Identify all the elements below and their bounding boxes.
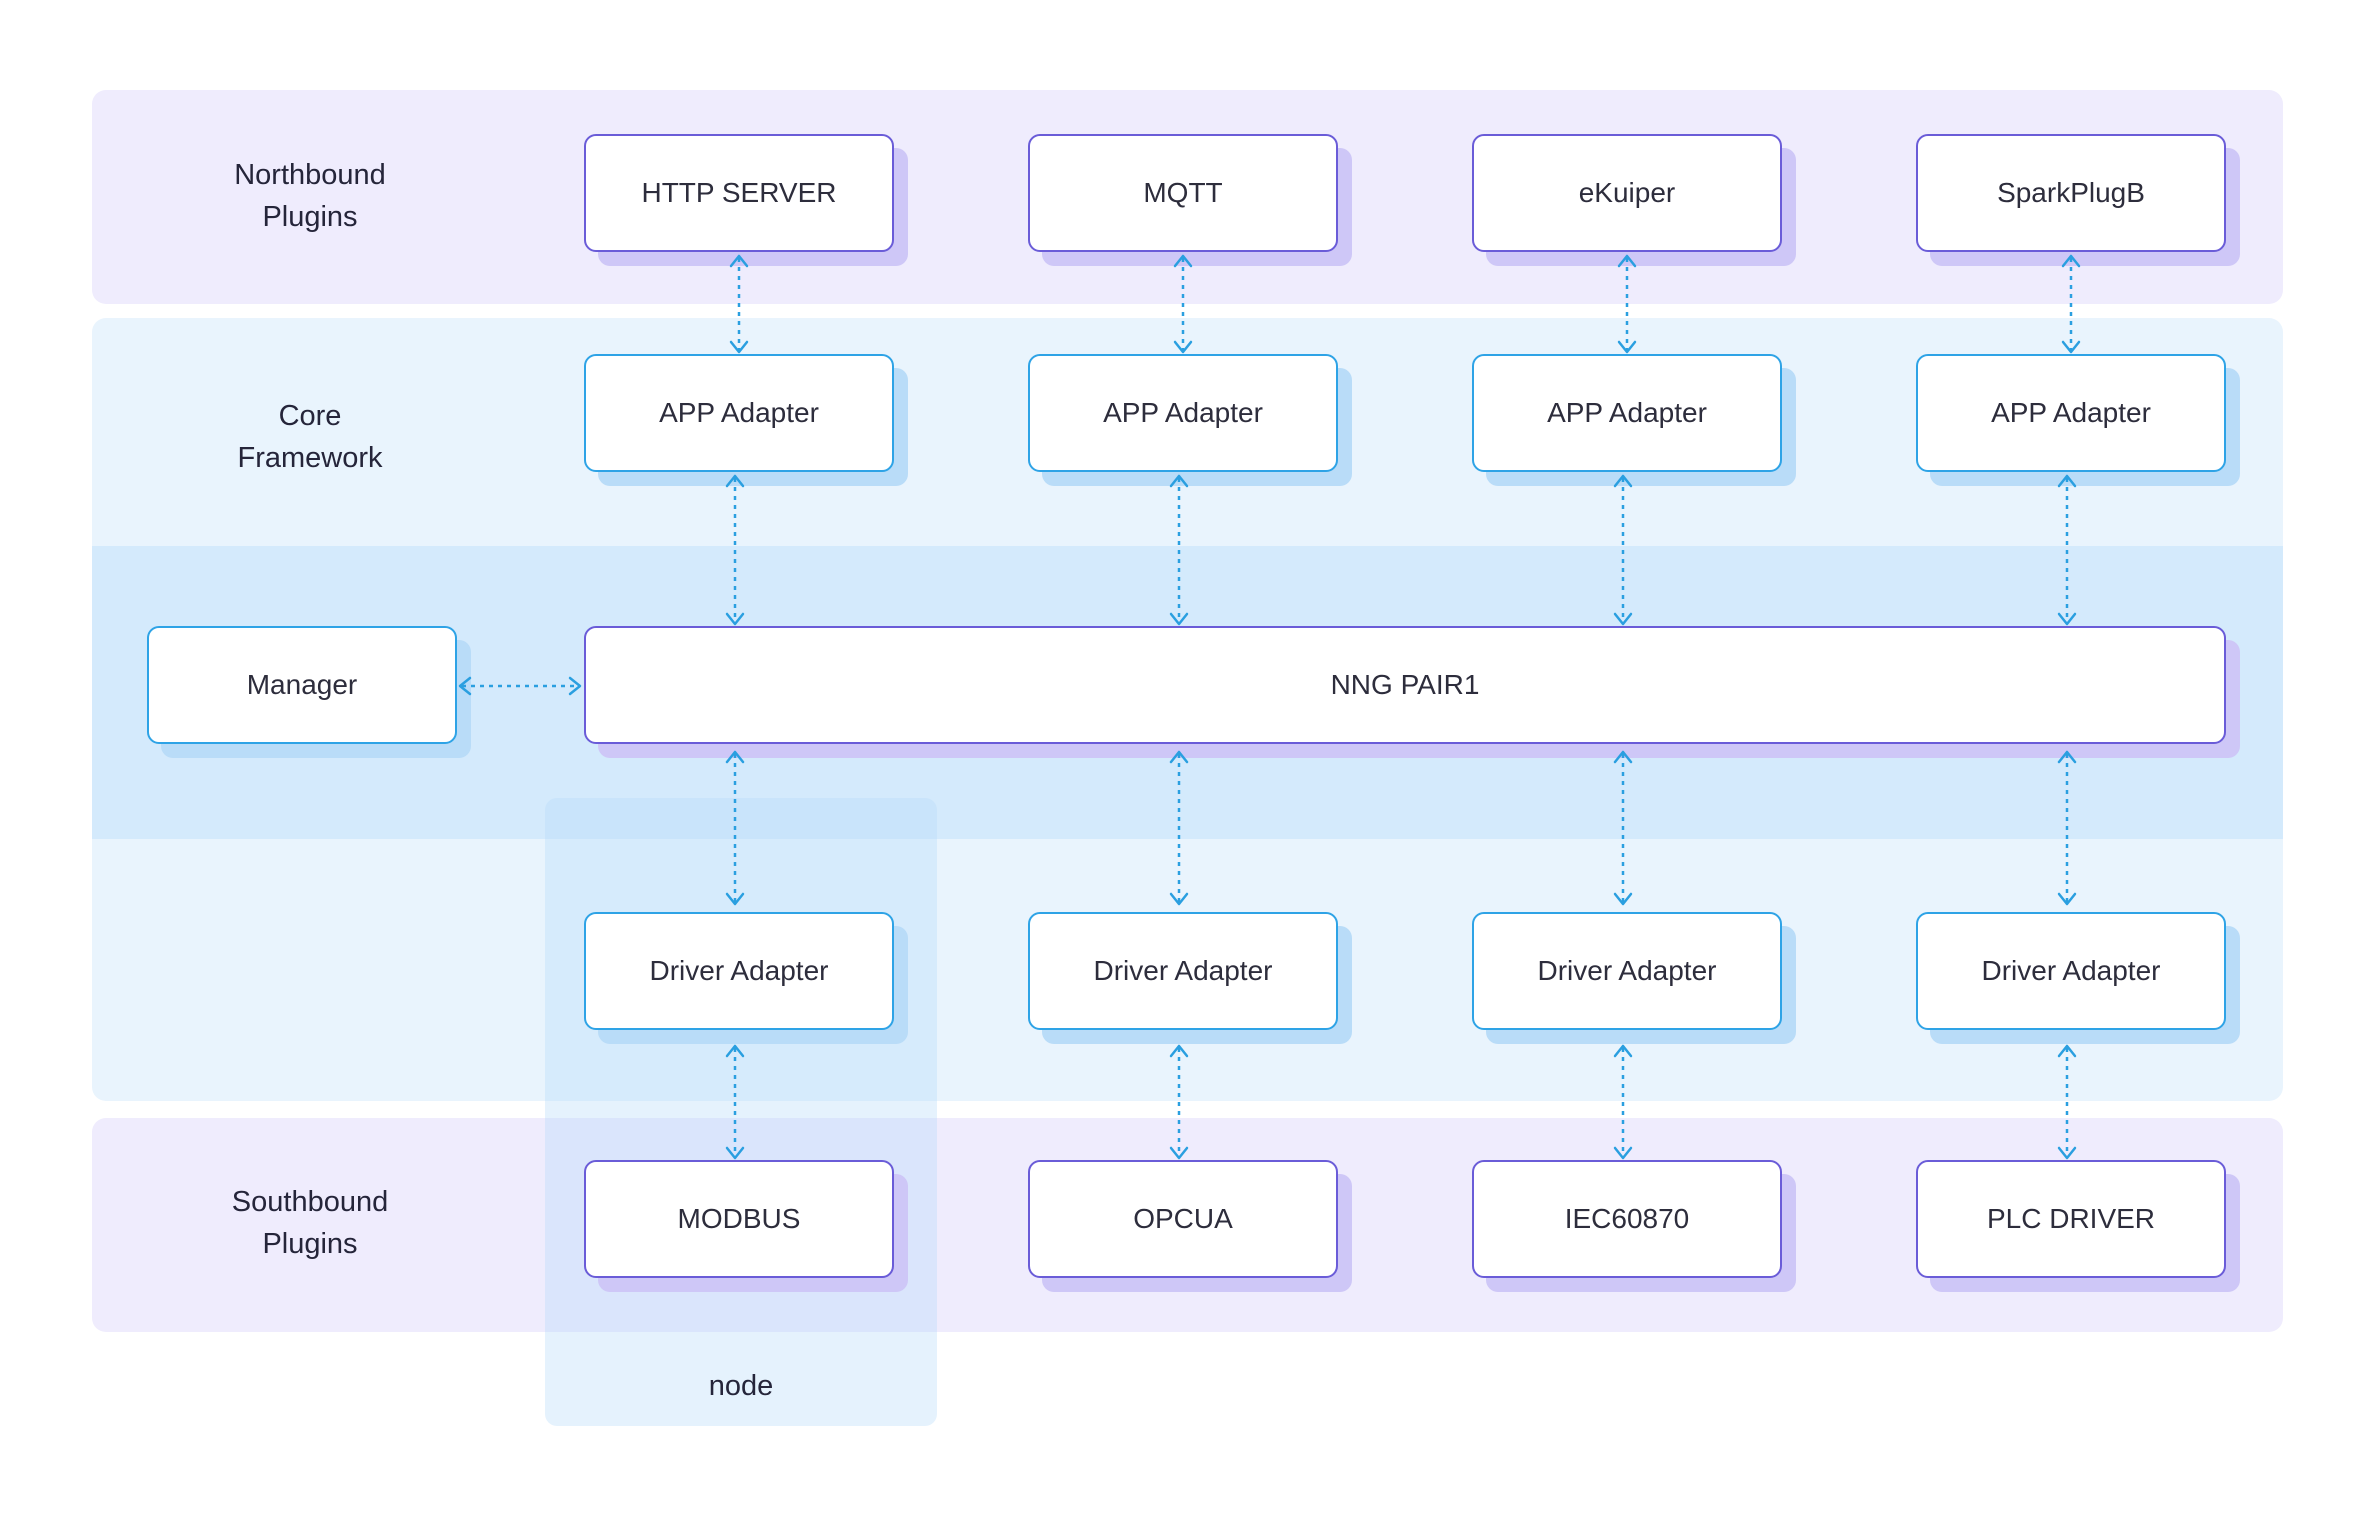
northbound-label: Northbound Plugins xyxy=(234,159,386,233)
plugin-opcua: OPCUA xyxy=(1028,1160,1338,1278)
plugin-sparkplugb: SparkPlugB xyxy=(1916,134,2226,252)
nng-pair1-bus: NNG PAIR1 xyxy=(584,626,2226,744)
driver-adapter-4: Driver Adapter xyxy=(1916,912,2226,1030)
southbound-label: Southbound Plugins xyxy=(231,1186,389,1260)
app-adapter-1: APP Adapter xyxy=(584,354,894,472)
plugin-plc-driver: PLC DRIVER xyxy=(1916,1160,2226,1278)
driver-adapter-2: Driver Adapter xyxy=(1028,912,1338,1030)
core-framework-label: Core Framework xyxy=(237,400,383,474)
driver-adapter-3: Driver Adapter xyxy=(1472,912,1782,1030)
plugin-http-server: HTTP SERVER xyxy=(584,134,894,252)
app-adapter-4: APP Adapter xyxy=(1916,354,2226,472)
app-adapter-2: APP Adapter xyxy=(1028,354,1338,472)
driver-adapter-1: Driver Adapter xyxy=(584,912,894,1030)
app-adapter-3: APP Adapter xyxy=(1472,354,1782,472)
manager-box: Manager xyxy=(147,626,457,744)
plugin-ekuiper: eKuiper xyxy=(1472,134,1782,252)
plugin-modbus: MODBUS xyxy=(584,1160,894,1278)
plugin-mqtt: MQTT xyxy=(1028,134,1338,252)
plugin-iec60870: IEC60870 xyxy=(1472,1160,1782,1278)
node-highlight xyxy=(545,798,937,1426)
node-label: node xyxy=(708,1370,774,1402)
